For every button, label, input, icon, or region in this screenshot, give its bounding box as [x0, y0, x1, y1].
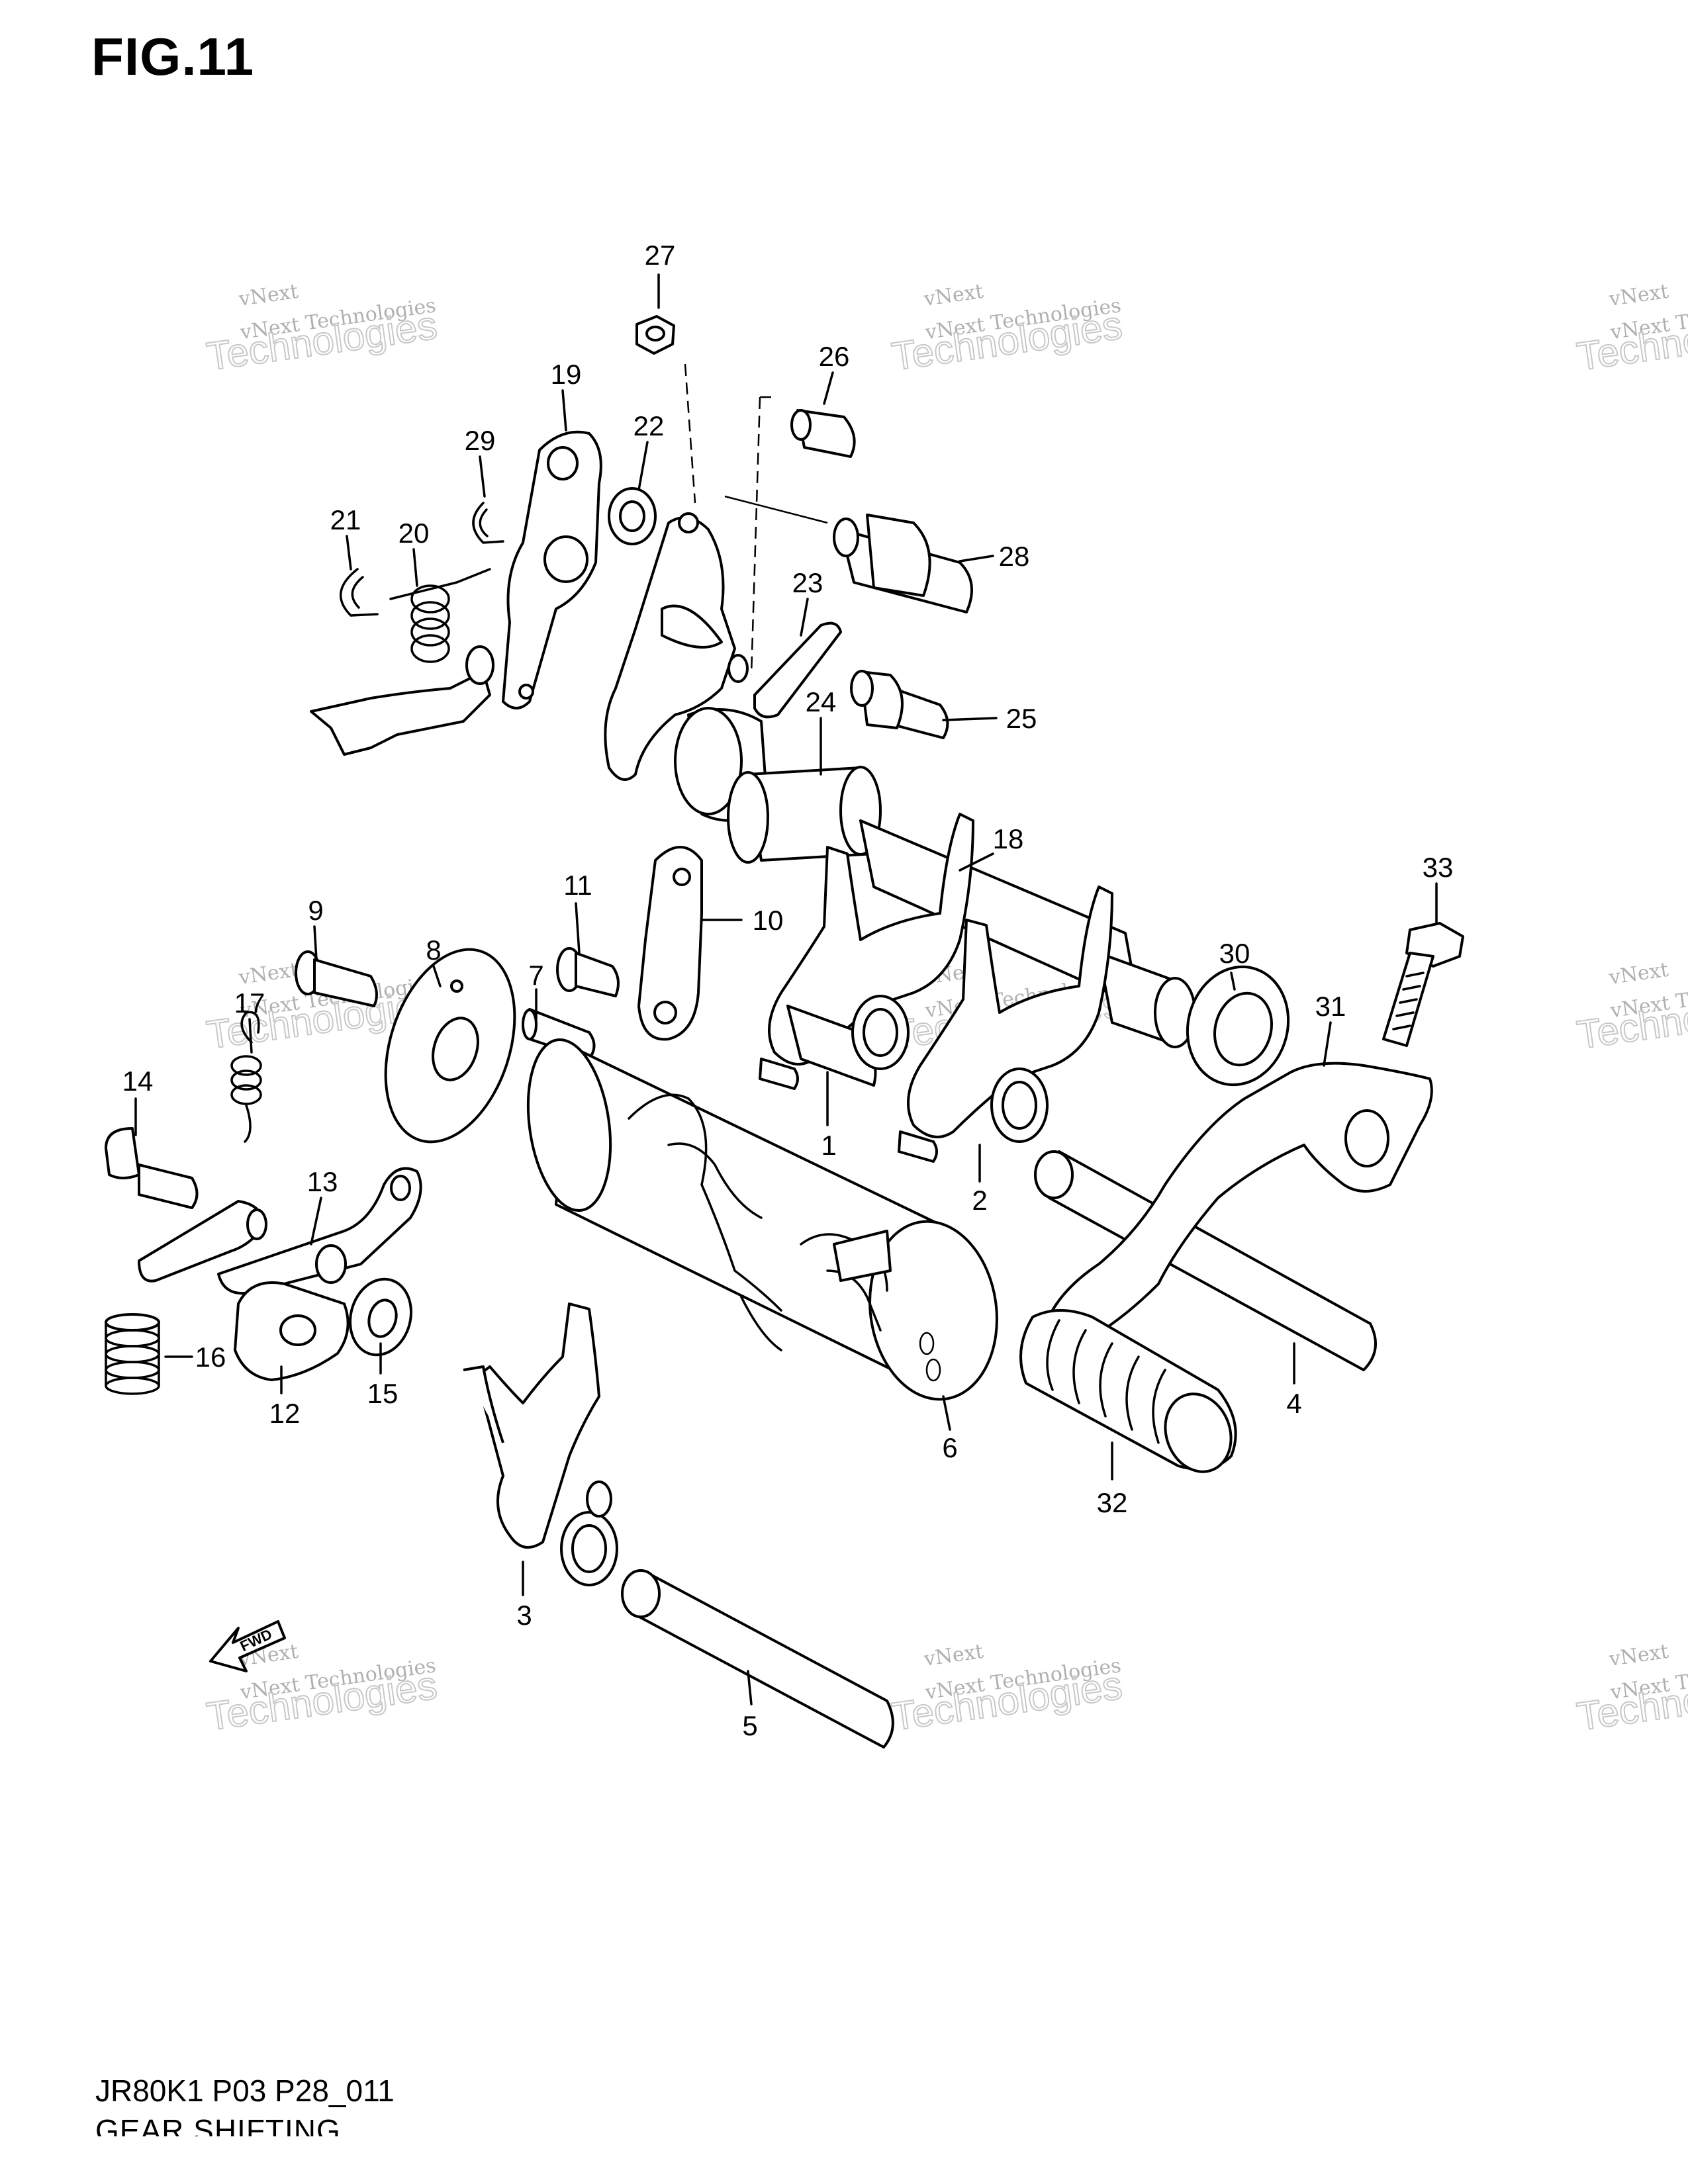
callout-17: 17: [234, 987, 265, 1019]
part-13-cam-stopper: [138, 1167, 422, 1295]
watermark: vNext vNext Technologies Technologies: [1573, 280, 1688, 380]
part-25-bolt: [850, 670, 949, 739]
callout-2: 2: [972, 1185, 987, 1216]
watermark: vNext vNext Technologies Technologies: [888, 280, 1125, 380]
watermark: vNext vNext Technologies Technologies: [1573, 1640, 1688, 1740]
callout-30: 30: [1219, 938, 1250, 969]
callout-28: 28: [999, 541, 1030, 572]
part-23-stopper: [753, 621, 842, 719]
figure-code: JR80K1 P03 P28_011: [95, 2073, 395, 2108]
callout-5: 5: [742, 1710, 757, 1741]
part-20-spring: [389, 568, 491, 663]
callout-13: 13: [307, 1166, 338, 1197]
callout-9: 9: [308, 895, 323, 926]
part-shapes: [105, 315, 1464, 1749]
callout-23: 23: [792, 567, 823, 598]
part-31-shift-lever: [1045, 1062, 1433, 1343]
part-17-spring: [230, 1011, 262, 1143]
part-2-shift-fork: [898, 886, 1113, 1163]
callout-22: 22: [633, 410, 665, 441]
watermark: vNext vNext Technologies Technologies: [888, 1640, 1125, 1740]
part-5-shaft: [621, 1569, 894, 1749]
part-19-shift-arm: [310, 430, 602, 756]
callout-10: 10: [753, 905, 784, 936]
part-16-spring: [105, 1313, 160, 1395]
part-30-oil-seal: [1186, 965, 1290, 1087]
callout-15: 15: [367, 1378, 399, 1409]
watermark: vNext vNext Technologies Technologies: [203, 280, 440, 380]
callout-1: 1: [821, 1130, 836, 1161]
figure-title: FIG.11: [91, 27, 255, 86]
svg-text:vNext: vNext: [922, 1640, 985, 1671]
callout-25: 25: [1006, 703, 1037, 734]
callout-16: 16: [195, 1342, 226, 1373]
callout-19: 19: [551, 359, 582, 390]
callout-32: 32: [1097, 1487, 1128, 1518]
part-33-bolt: [1382, 922, 1464, 1047]
part-18-shift-shaft: [859, 819, 1196, 1048]
callout-21: 21: [330, 504, 361, 535]
callout-7: 7: [528, 960, 543, 991]
part-27-nut: [635, 315, 675, 355]
svg-text:vNext: vNext: [1607, 1640, 1670, 1671]
svg-text:vNext: vNext: [1607, 958, 1670, 989]
svg-text:vNext: vNext: [922, 280, 985, 311]
callout-11: 11: [563, 870, 592, 901]
part-1-shift-fork: [759, 813, 974, 1090]
part-32-rubber: [1019, 1309, 1237, 1473]
part-21-clip: [340, 568, 379, 617]
part-4-shaft: [1034, 1150, 1377, 1371]
svg-text:vNext: vNext: [1607, 280, 1670, 311]
watermark: vNext vNext Technologies Technologies: [1573, 958, 1688, 1058]
callout-20: 20: [399, 518, 430, 549]
part-8-cam-gear: [384, 948, 516, 1144]
callout-27: 27: [645, 240, 676, 271]
part-10-plate: [637, 846, 703, 1041]
part-3-shift-fork: [463, 1302, 618, 1586]
callout-29: 29: [465, 425, 496, 456]
part-26-pin: [790, 409, 856, 458]
callout-8: 8: [426, 934, 441, 966]
callout-6: 6: [942, 1432, 957, 1463]
callout-14: 14: [122, 1066, 154, 1097]
callout-4: 4: [1286, 1388, 1301, 1419]
callout-12: 12: [269, 1398, 301, 1429]
part-24-shaft: [674, 707, 882, 864]
callout-33: 33: [1423, 852, 1454, 883]
callout-18: 18: [993, 823, 1024, 854]
part-29-clip: [472, 502, 504, 544]
part-11-screw: [556, 947, 620, 997]
part-28-bolt: [833, 514, 973, 614]
callout-numbers: 1 2 3 4 5 6 7 8 9 10 11 12 13 14 15 16 1…: [122, 240, 1454, 1741]
svg-text:vNext: vNext: [237, 958, 300, 989]
part-22-collar: [608, 487, 657, 545]
callout-26: 26: [819, 341, 850, 372]
callout-31: 31: [1315, 991, 1346, 1022]
part-14-bolt: [105, 1127, 199, 1209]
svg-text:vNext: vNext: [237, 280, 300, 311]
part-9-screw: [295, 950, 378, 1007]
part-15-washer: [349, 1277, 412, 1357]
leader-lines: [134, 273, 1438, 1706]
callout-24: 24: [806, 686, 837, 717]
callout-3: 3: [516, 1600, 532, 1631]
section-title: GEAR SHIFTING: [95, 2113, 341, 2136]
part-12-stopper: [234, 1281, 350, 1381]
part-shift-cam-plate: [604, 512, 749, 781]
part-6-cam-drum: [526, 1038, 998, 1401]
